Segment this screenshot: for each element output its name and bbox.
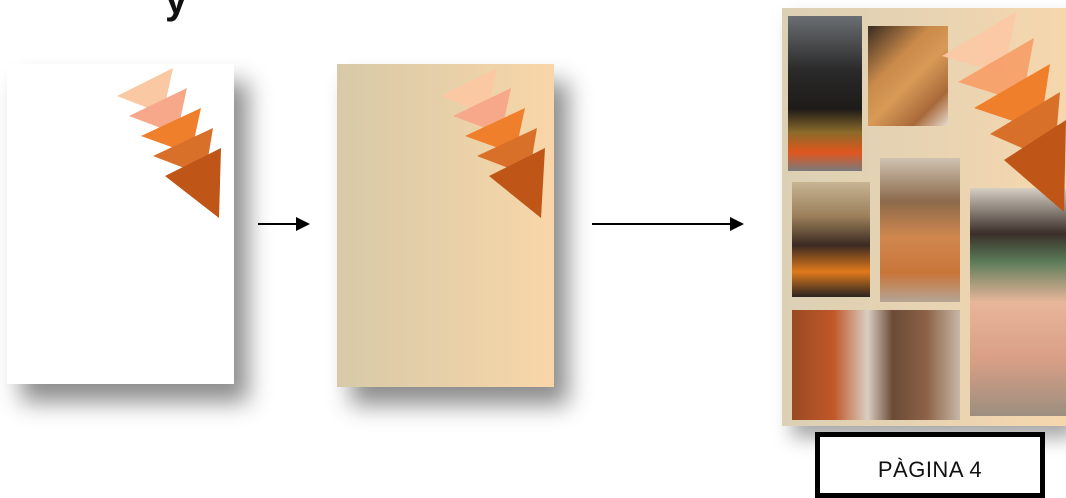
page-gradient bbox=[337, 64, 554, 387]
jacket-photo bbox=[868, 26, 948, 126]
stacked-triangles-icon bbox=[942, 12, 1066, 212]
autumn-portrait-photo bbox=[792, 310, 960, 420]
long-dress-model-photo bbox=[970, 188, 1066, 416]
dress-photo bbox=[788, 16, 862, 171]
page-blank bbox=[7, 64, 234, 384]
stacked-triangles-icon bbox=[441, 68, 545, 218]
page-collage bbox=[782, 8, 1066, 426]
backless-dress-photo bbox=[880, 158, 960, 302]
page-number-box: PÀGINA 4 bbox=[815, 432, 1045, 498]
page-number-label: PÀGINA 4 bbox=[877, 457, 983, 482]
right-arrow-icon bbox=[296, 217, 310, 231]
arrow-2-line bbox=[592, 223, 732, 225]
arrow-1-line bbox=[258, 223, 298, 225]
heading-fragment: y bbox=[165, 0, 188, 22]
sunglasses-portrait-photo bbox=[792, 182, 870, 297]
stacked-triangles-icon bbox=[117, 68, 221, 218]
right-arrow-icon bbox=[730, 217, 744, 231]
